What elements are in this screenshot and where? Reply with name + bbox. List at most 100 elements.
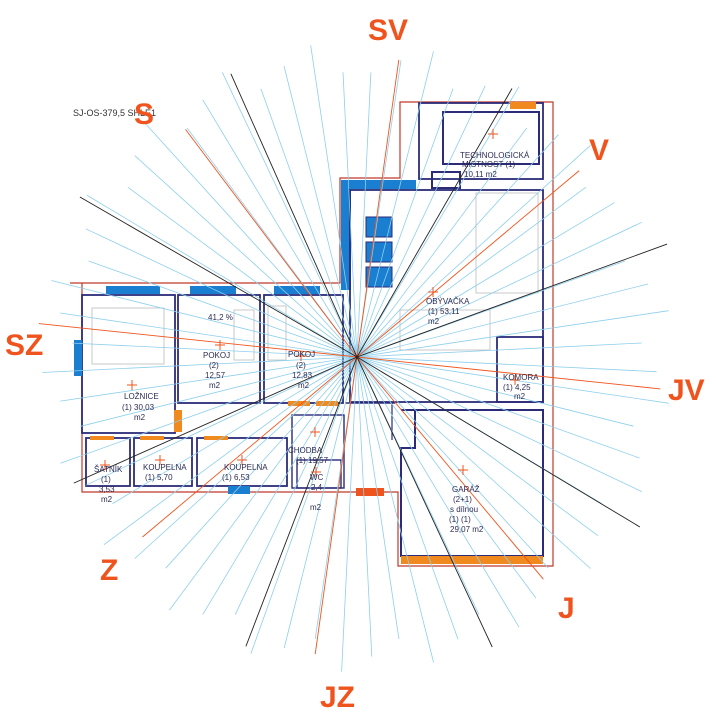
- pokoj1-name: POKOJ: [203, 351, 230, 360]
- loznice-area: (1) 30,03: [122, 403, 155, 412]
- koupelna2-area: (1) 6,53: [222, 473, 250, 482]
- wc-name: WC: [310, 473, 324, 482]
- direction-sz: SZ: [5, 329, 43, 362]
- ray-minor-26: [202, 356, 358, 615]
- direction-jz: JZ: [320, 681, 355, 714]
- ray-minor-21: [112, 356, 358, 504]
- ray-diag-72: [356, 88, 513, 358]
- direction-v: V: [589, 134, 609, 167]
- ray-minor-50: [356, 283, 649, 358]
- window-top: [341, 180, 416, 189]
- ray-minor-24: [165, 356, 358, 569]
- pokoj1-unit: m2: [209, 381, 221, 390]
- door-tech: [510, 102, 536, 109]
- ray-minor-3: [260, 88, 358, 358]
- garaz-name3: s dílnou: [450, 505, 478, 514]
- pokoj2-name: POKOJ: [288, 350, 315, 359]
- ray-minor-59: [356, 85, 486, 358]
- pokoj2-num: (2): [296, 361, 306, 370]
- ray-major-67: [356, 356, 544, 580]
- window-loznice-side: [74, 340, 82, 376]
- satnik-name: ŠATNÍK: [94, 465, 123, 474]
- ray-minor-56: [356, 134, 559, 358]
- obyvacka-unit: m2: [428, 317, 440, 326]
- ray-minor-61: [356, 51, 434, 358]
- sofa: [399, 309, 491, 351]
- ray-minor-22: [103, 356, 358, 546]
- room-obyvacka: [349, 189, 544, 403]
- compass-labels: SV V JV J JZ Z SZ S: [5, 14, 705, 714]
- door-satnik: [90, 436, 114, 440]
- direction-j: J: [558, 592, 575, 625]
- ray-minor-12: [88, 260, 358, 358]
- window-koupelna2: [228, 486, 250, 494]
- ray-minor-2: [283, 65, 358, 358]
- ray-minor-13: [51, 280, 358, 358]
- marker-obyvacka: [428, 287, 438, 297]
- bed: [91, 307, 165, 365]
- ray-diag-73: [356, 243, 668, 358]
- direction-s: S: [134, 98, 154, 131]
- tech-name2: MÍSTNOST (1): [462, 160, 516, 169]
- chodba-area: (1) 19,57: [296, 456, 329, 465]
- komora-name: KOMORA: [503, 373, 539, 382]
- marker-komora: [510, 375, 520, 385]
- furniture-pokoj2: [267, 305, 287, 361]
- ray-minor-48: [356, 342, 642, 358]
- ray-major-69: [142, 356, 358, 538]
- loznice-unit: m2: [134, 413, 146, 422]
- ray-minor-39: [356, 356, 549, 569]
- marker-satnik: [100, 460, 110, 470]
- ray-minor-32: [356, 356, 373, 657]
- ray-minor-16: [42, 356, 358, 373]
- ray-minor-28: [250, 356, 358, 654]
- furniture-pokoj1: [233, 309, 255, 361]
- ray-minor-11: [85, 228, 358, 358]
- room-center-markers: [100, 129, 520, 477]
- garaz-name2: (2+1): [453, 495, 472, 504]
- ray-minor-49: [356, 310, 669, 358]
- loznice-name: LOŽNICE: [124, 392, 159, 401]
- ray-minor-0: [342, 72, 358, 358]
- ray-major-66: [356, 356, 661, 390]
- room-garaz: [400, 409, 544, 557]
- ray-minor-52: [356, 221, 642, 358]
- wc-area: 2,4: [311, 483, 323, 492]
- obyvacka-name: OBÝVAČKA: [426, 297, 470, 306]
- room-wc: [296, 459, 342, 489]
- ray-minor-15: [72, 342, 358, 358]
- kitchen-counter: [475, 192, 539, 294]
- direction-jv: JV: [668, 374, 705, 407]
- ray-minor-40: [356, 356, 591, 569]
- chodba-name: CHODBA: [288, 446, 323, 455]
- window-pokoj1: [190, 286, 236, 294]
- tech-inner-box: [442, 111, 540, 165]
- tech-device: [431, 171, 461, 189]
- ray-minor-4: [221, 72, 358, 358]
- direction-sv: SV: [368, 14, 408, 47]
- ray-diag-79: [230, 73, 358, 358]
- ray-major-71: [185, 129, 358, 358]
- direction-z: Z: [100, 554, 118, 587]
- ray-minor-44: [356, 356, 640, 459]
- door-wc: [356, 488, 384, 496]
- door-koupelna2: [204, 436, 228, 440]
- garaz-name: GARÁŽ: [452, 485, 480, 494]
- marker-loznice: [127, 380, 137, 390]
- ray-minor-53: [356, 202, 615, 358]
- wc-unit: m2: [310, 503, 322, 512]
- ray-minor-23: [134, 356, 358, 559]
- ray-minor-20: [85, 356, 358, 486]
- property-boundary: [70, 101, 554, 567]
- compass-rays: [38, 45, 669, 672]
- ray-diag-75: [356, 356, 493, 648]
- tech-area: 10,11 m2: [464, 170, 497, 179]
- ray-minor-10: [86, 194, 358, 358]
- ray-minor-1: [310, 45, 358, 358]
- marker-koupelna1: [155, 455, 165, 465]
- pokoj2-area: 12,83: [292, 371, 313, 380]
- room-komora: [496, 336, 544, 403]
- koupelna1-area: (1) 5,70: [145, 473, 173, 482]
- ray-minor-31: [341, 356, 358, 672]
